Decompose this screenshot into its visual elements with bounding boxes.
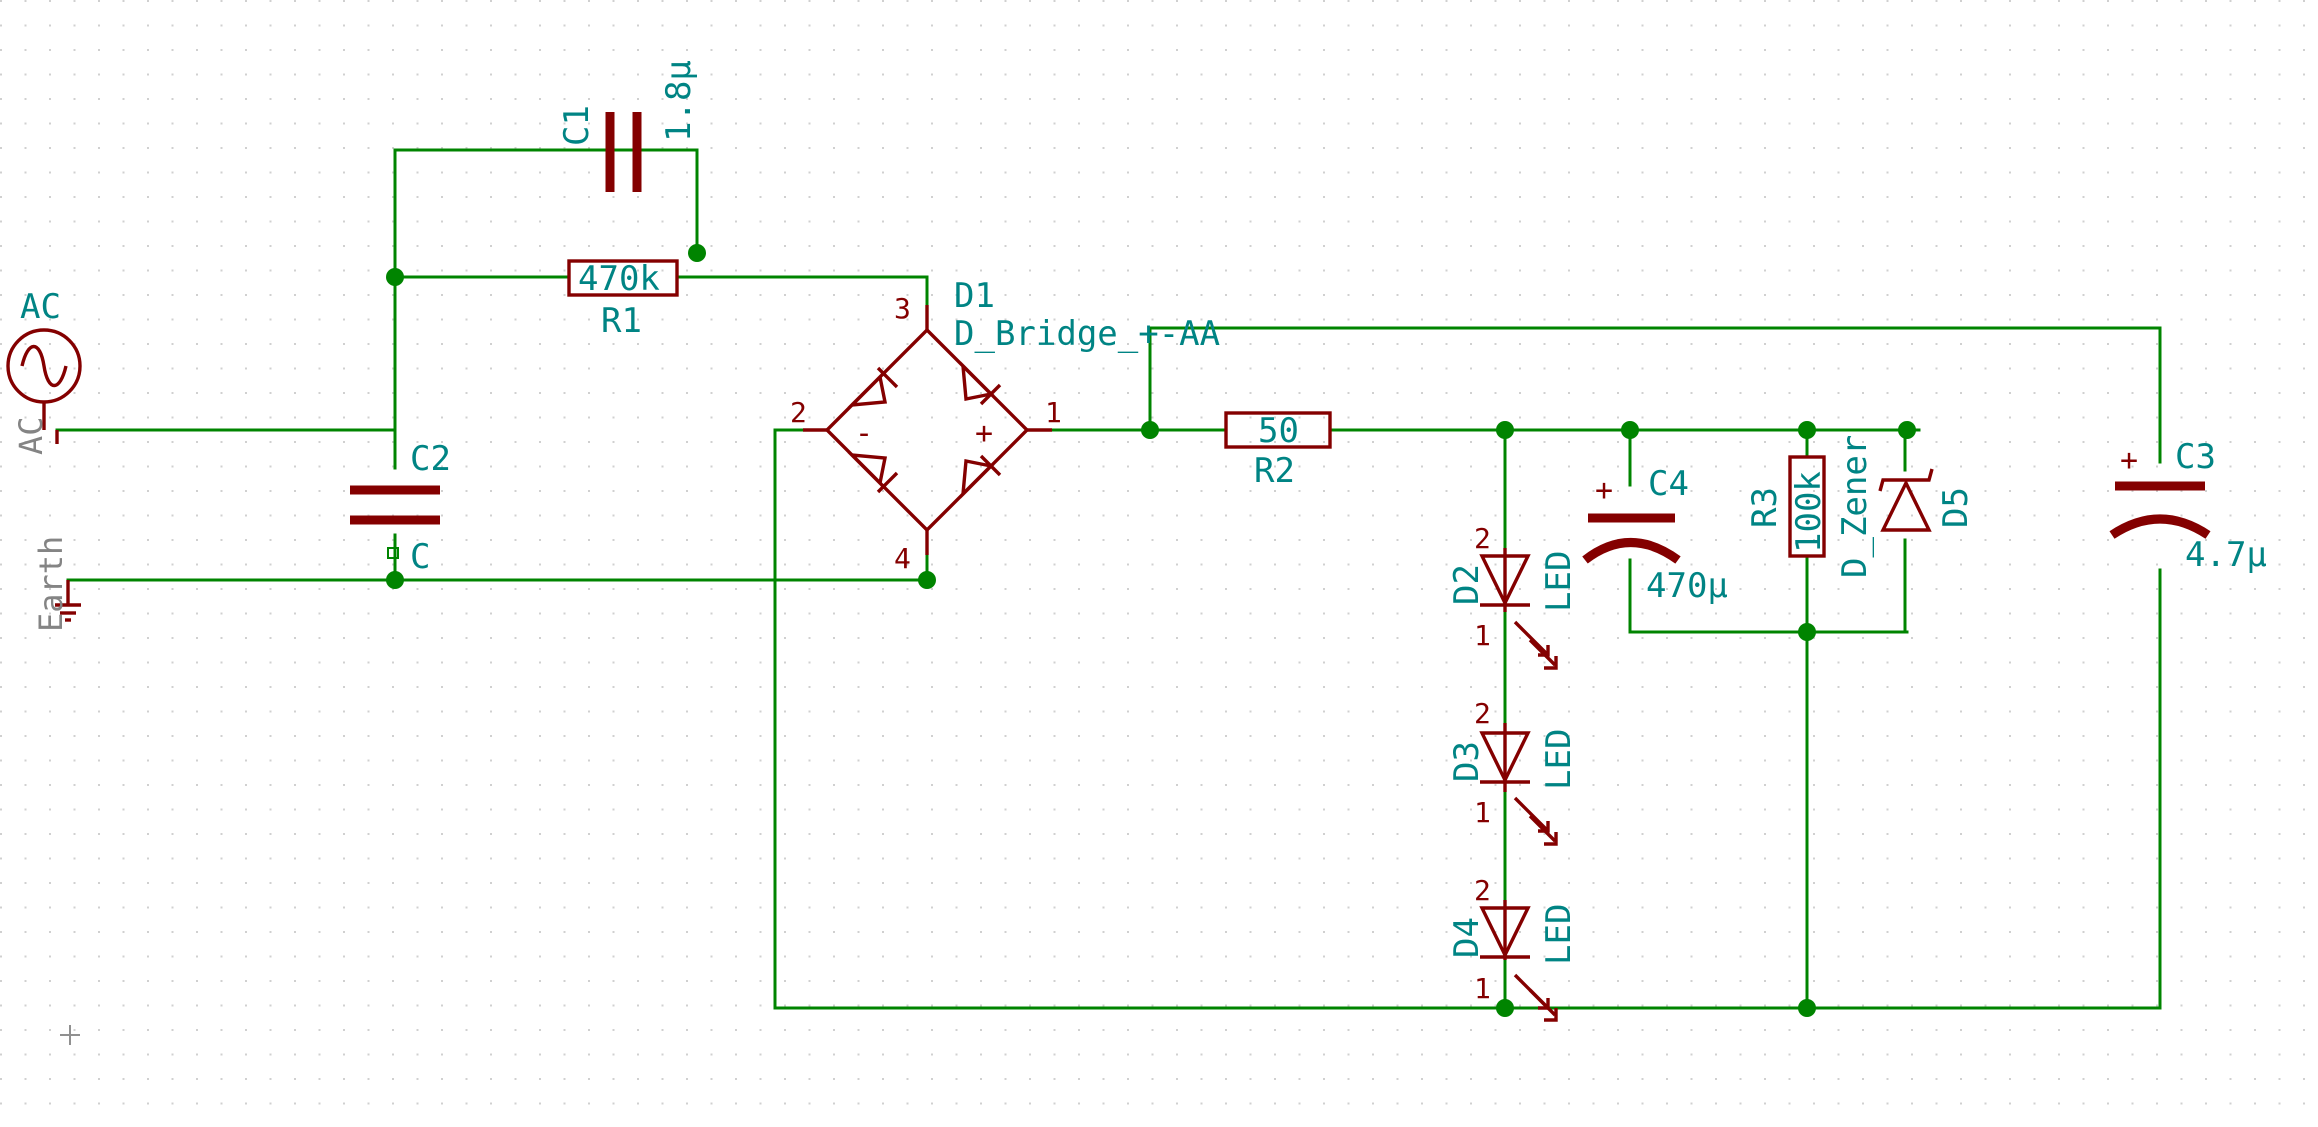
cursor-crosshair-icon [60, 1025, 80, 1045]
r1-ref: R1 [601, 301, 642, 341]
d4-ref: D4 [1447, 917, 1487, 958]
bridge-pin-3: 3 [894, 292, 911, 325]
capacitor-c2[interactable]: C2 C [350, 439, 451, 577]
bridge-pin-4: 4 [894, 542, 911, 575]
ac-source-label: AC [20, 287, 61, 327]
bridge-pin-2: 2 [790, 396, 807, 429]
d4-pin-a: 2 [1474, 874, 1491, 907]
d2-ref: D2 [1447, 564, 1487, 605]
c4-plus: + [1595, 473, 1613, 508]
c1-value: 1.8μ [659, 60, 699, 142]
resistor-r1[interactable]: 470k R1 [567, 259, 679, 341]
r3-value: 100k [1789, 471, 1829, 553]
d4-pin-k: 1 [1474, 972, 1491, 1005]
c4-value: 470μ [1646, 566, 1728, 606]
led-d2[interactable]: 2 1 D2 LED [1447, 522, 1579, 670]
c1-ref: C1 [557, 105, 597, 146]
d1-ref: D1 [954, 276, 995, 316]
c3-value: 4.7μ [2185, 535, 2267, 575]
bridge-pin-1: 1 [1045, 396, 1062, 429]
junctions [386, 244, 1916, 1017]
earth-symbol[interactable]: Earth [32, 536, 81, 632]
d3-pin-a: 2 [1474, 697, 1491, 730]
d3-value: LED [1539, 729, 1579, 790]
bridge-plus: + [975, 416, 993, 451]
d1-value: D_Bridge_+-AA [954, 314, 1220, 354]
led-d4[interactable]: 2 1 D4 LED [1447, 874, 1579, 1022]
bridge-minus: - [855, 416, 873, 451]
d3-pin-k: 1 [1474, 796, 1491, 829]
c4-ref: C4 [1648, 464, 1689, 504]
wires [55, 148, 2162, 1010]
zener-diode-d5[interactable]: D_Zener D5 [1835, 435, 1976, 578]
c2-value: C [410, 537, 430, 577]
ac-ground-label: AC [12, 416, 50, 455]
capacitor-c4[interactable]: + C4 470μ [1582, 464, 1728, 606]
capacitor-c3[interactable]: + C3 4.7μ [2109, 437, 2267, 575]
d2-pin-a: 2 [1474, 522, 1491, 555]
c2-ref: C2 [410, 439, 451, 479]
earth-label: Earth [32, 536, 70, 632]
c3-ref: C3 [2175, 437, 2216, 477]
d4-value: LED [1539, 904, 1579, 965]
d2-pin-k: 1 [1474, 619, 1491, 652]
d5-value: D_Zener [1835, 435, 1875, 578]
resistor-r3[interactable]: 100k R3 [1745, 455, 1829, 558]
d2-value: LED [1539, 551, 1579, 612]
r3-ref: R3 [1745, 487, 1785, 528]
r2-ref: R2 [1254, 451, 1295, 491]
d3-ref: D3 [1447, 741, 1487, 782]
capacitor-c1[interactable]: C1 1.8μ [557, 60, 699, 192]
bridge-rectifier-d1[interactable]: - + 2 1 3 4 D1 D_Bridge_+-AA [790, 276, 1220, 575]
ac-source-symbol[interactable]: AC AC [6, 287, 82, 455]
r2-value: 50 [1258, 411, 1299, 451]
d5-ref: D5 [1936, 487, 1976, 528]
resistor-r2[interactable]: 50 R2 [1198, 411, 1332, 491]
c3-plus: + [2120, 443, 2138, 478]
r1-value: 470k [578, 259, 660, 299]
led-d3[interactable]: 2 1 D3 LED [1447, 697, 1579, 846]
